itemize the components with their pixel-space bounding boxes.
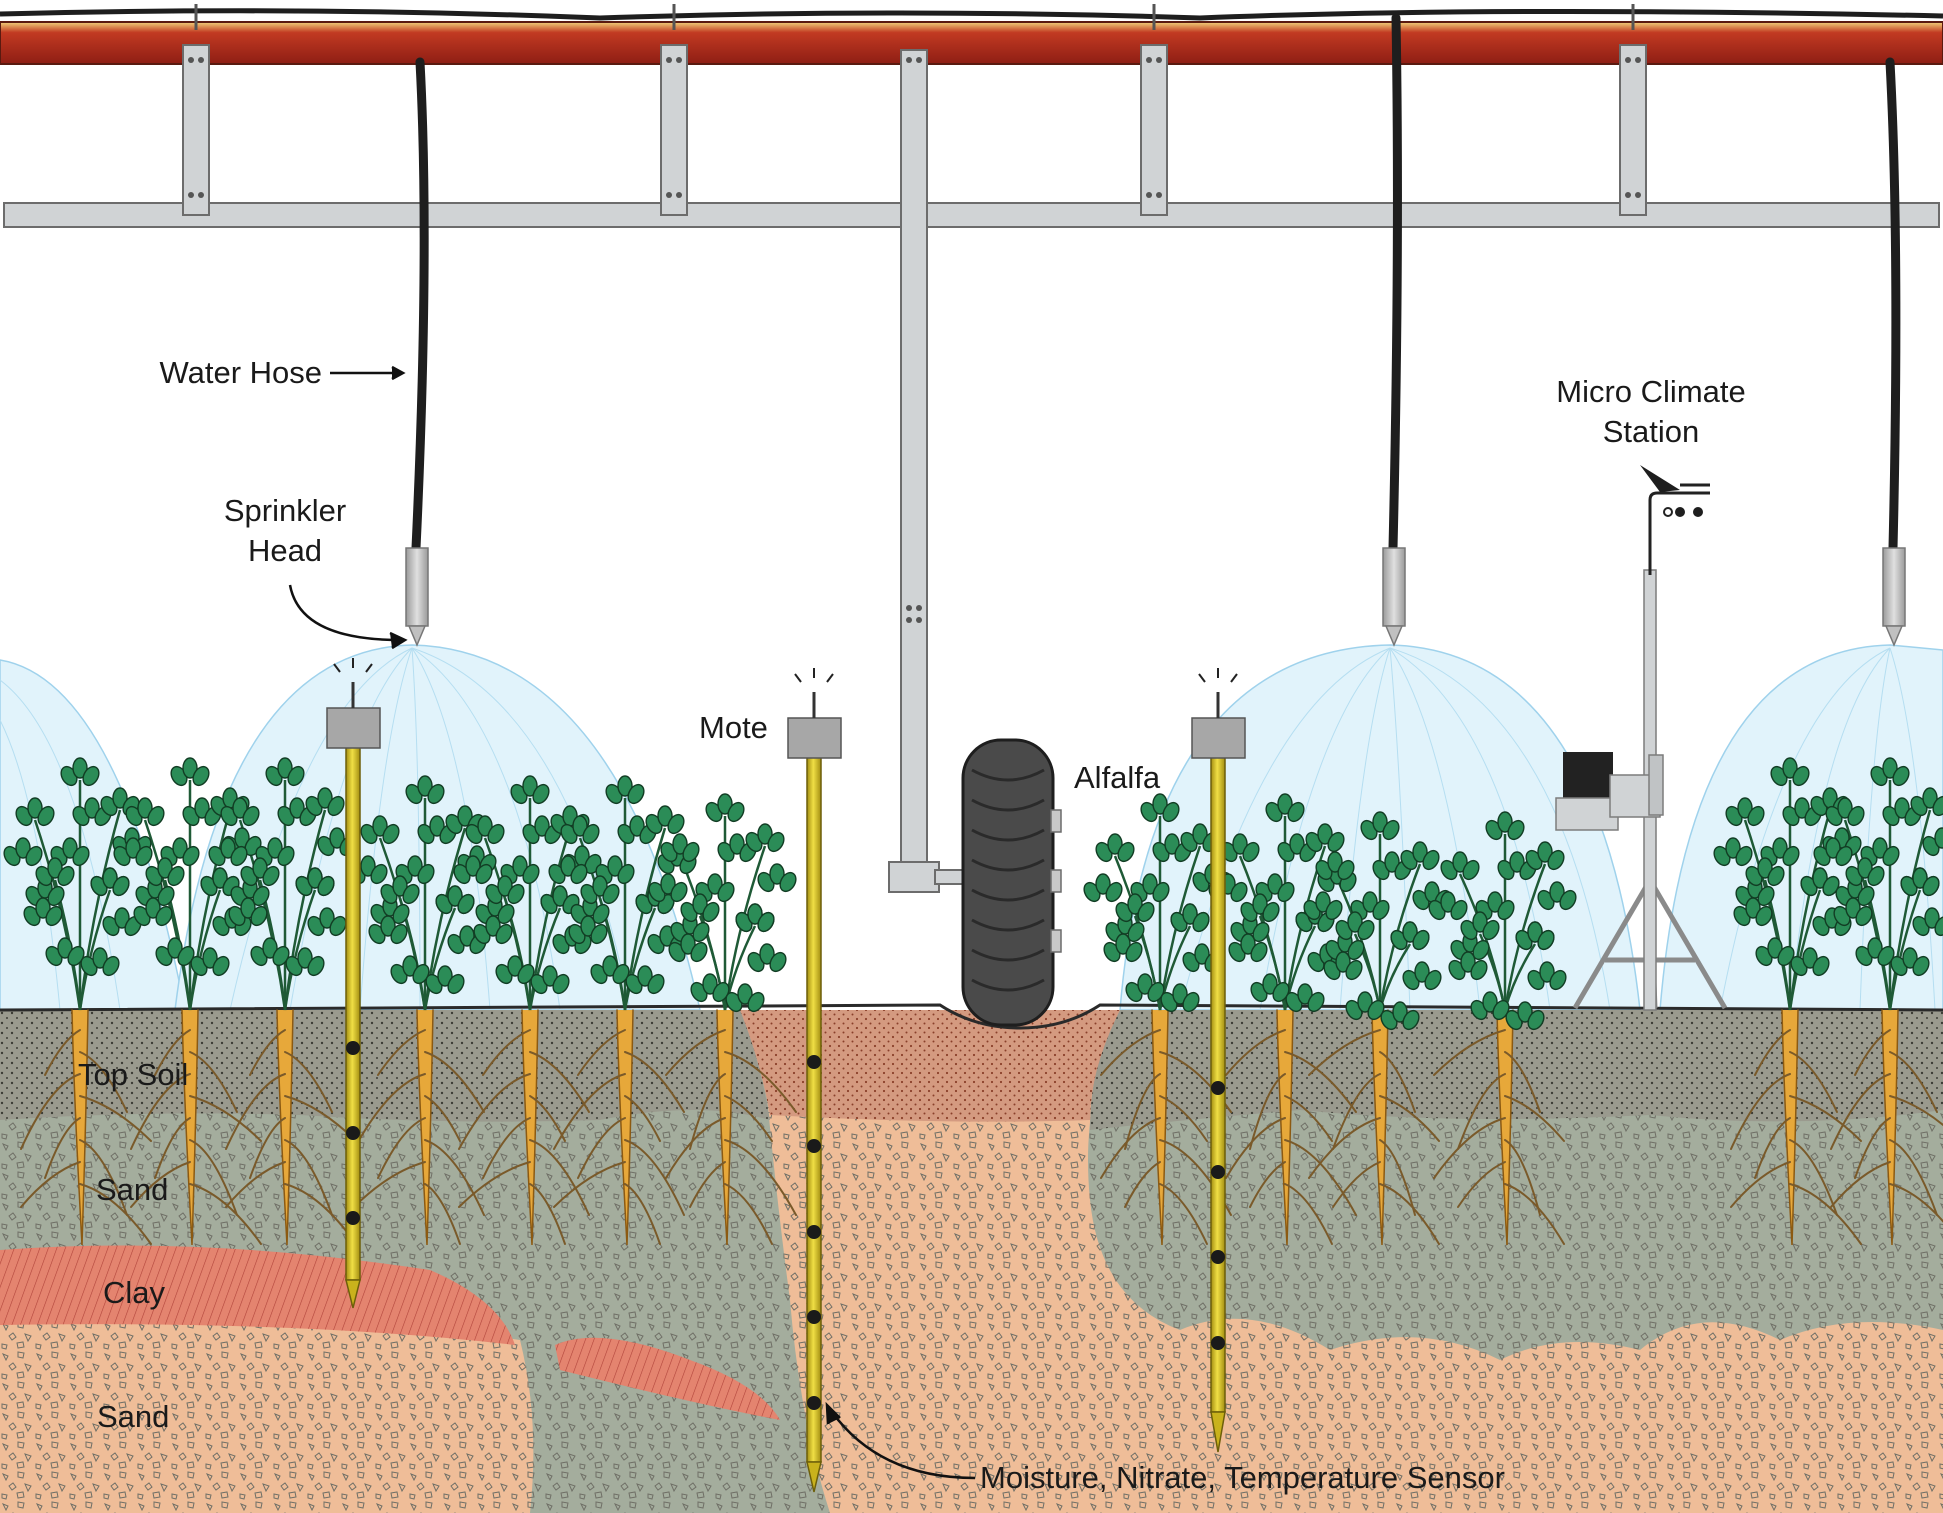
irrigation-pipe — [0, 11, 1943, 64]
label-micro-climate-line2: Station — [1603, 414, 1700, 449]
label-sprinkler-head-line1: Sprinkler — [224, 493, 346, 528]
label-sensor: Moisture, Nitrate, Temperature Sensor — [980, 1460, 1505, 1495]
drive-wheel — [963, 740, 1061, 1025]
label-water-hose: Water Hose — [159, 355, 322, 390]
label-sand-lower: Sand — [97, 1399, 169, 1434]
label-alfalfa: Alfalfa — [1074, 760, 1161, 795]
sprinkler-head-arrow — [290, 585, 405, 648]
label-micro-climate-line1: Micro Climate — [1556, 374, 1745, 409]
sprinkler-head-2 — [1383, 548, 1405, 645]
label-mote: Mote — [699, 710, 768, 745]
sprinkler-head-1 — [406, 548, 428, 645]
sprinkler-heads — [406, 548, 1905, 645]
label-sand-upper: Sand — [96, 1172, 168, 1207]
label-clay: Clay — [103, 1275, 166, 1310]
sprinkler-head-3 — [1883, 548, 1905, 645]
label-sprinkler-head-line2: Head — [248, 533, 322, 568]
label-top-soil: Top Soil — [78, 1057, 188, 1092]
water-hose-arrow — [330, 367, 403, 379]
leaf — [1935, 828, 1943, 848]
